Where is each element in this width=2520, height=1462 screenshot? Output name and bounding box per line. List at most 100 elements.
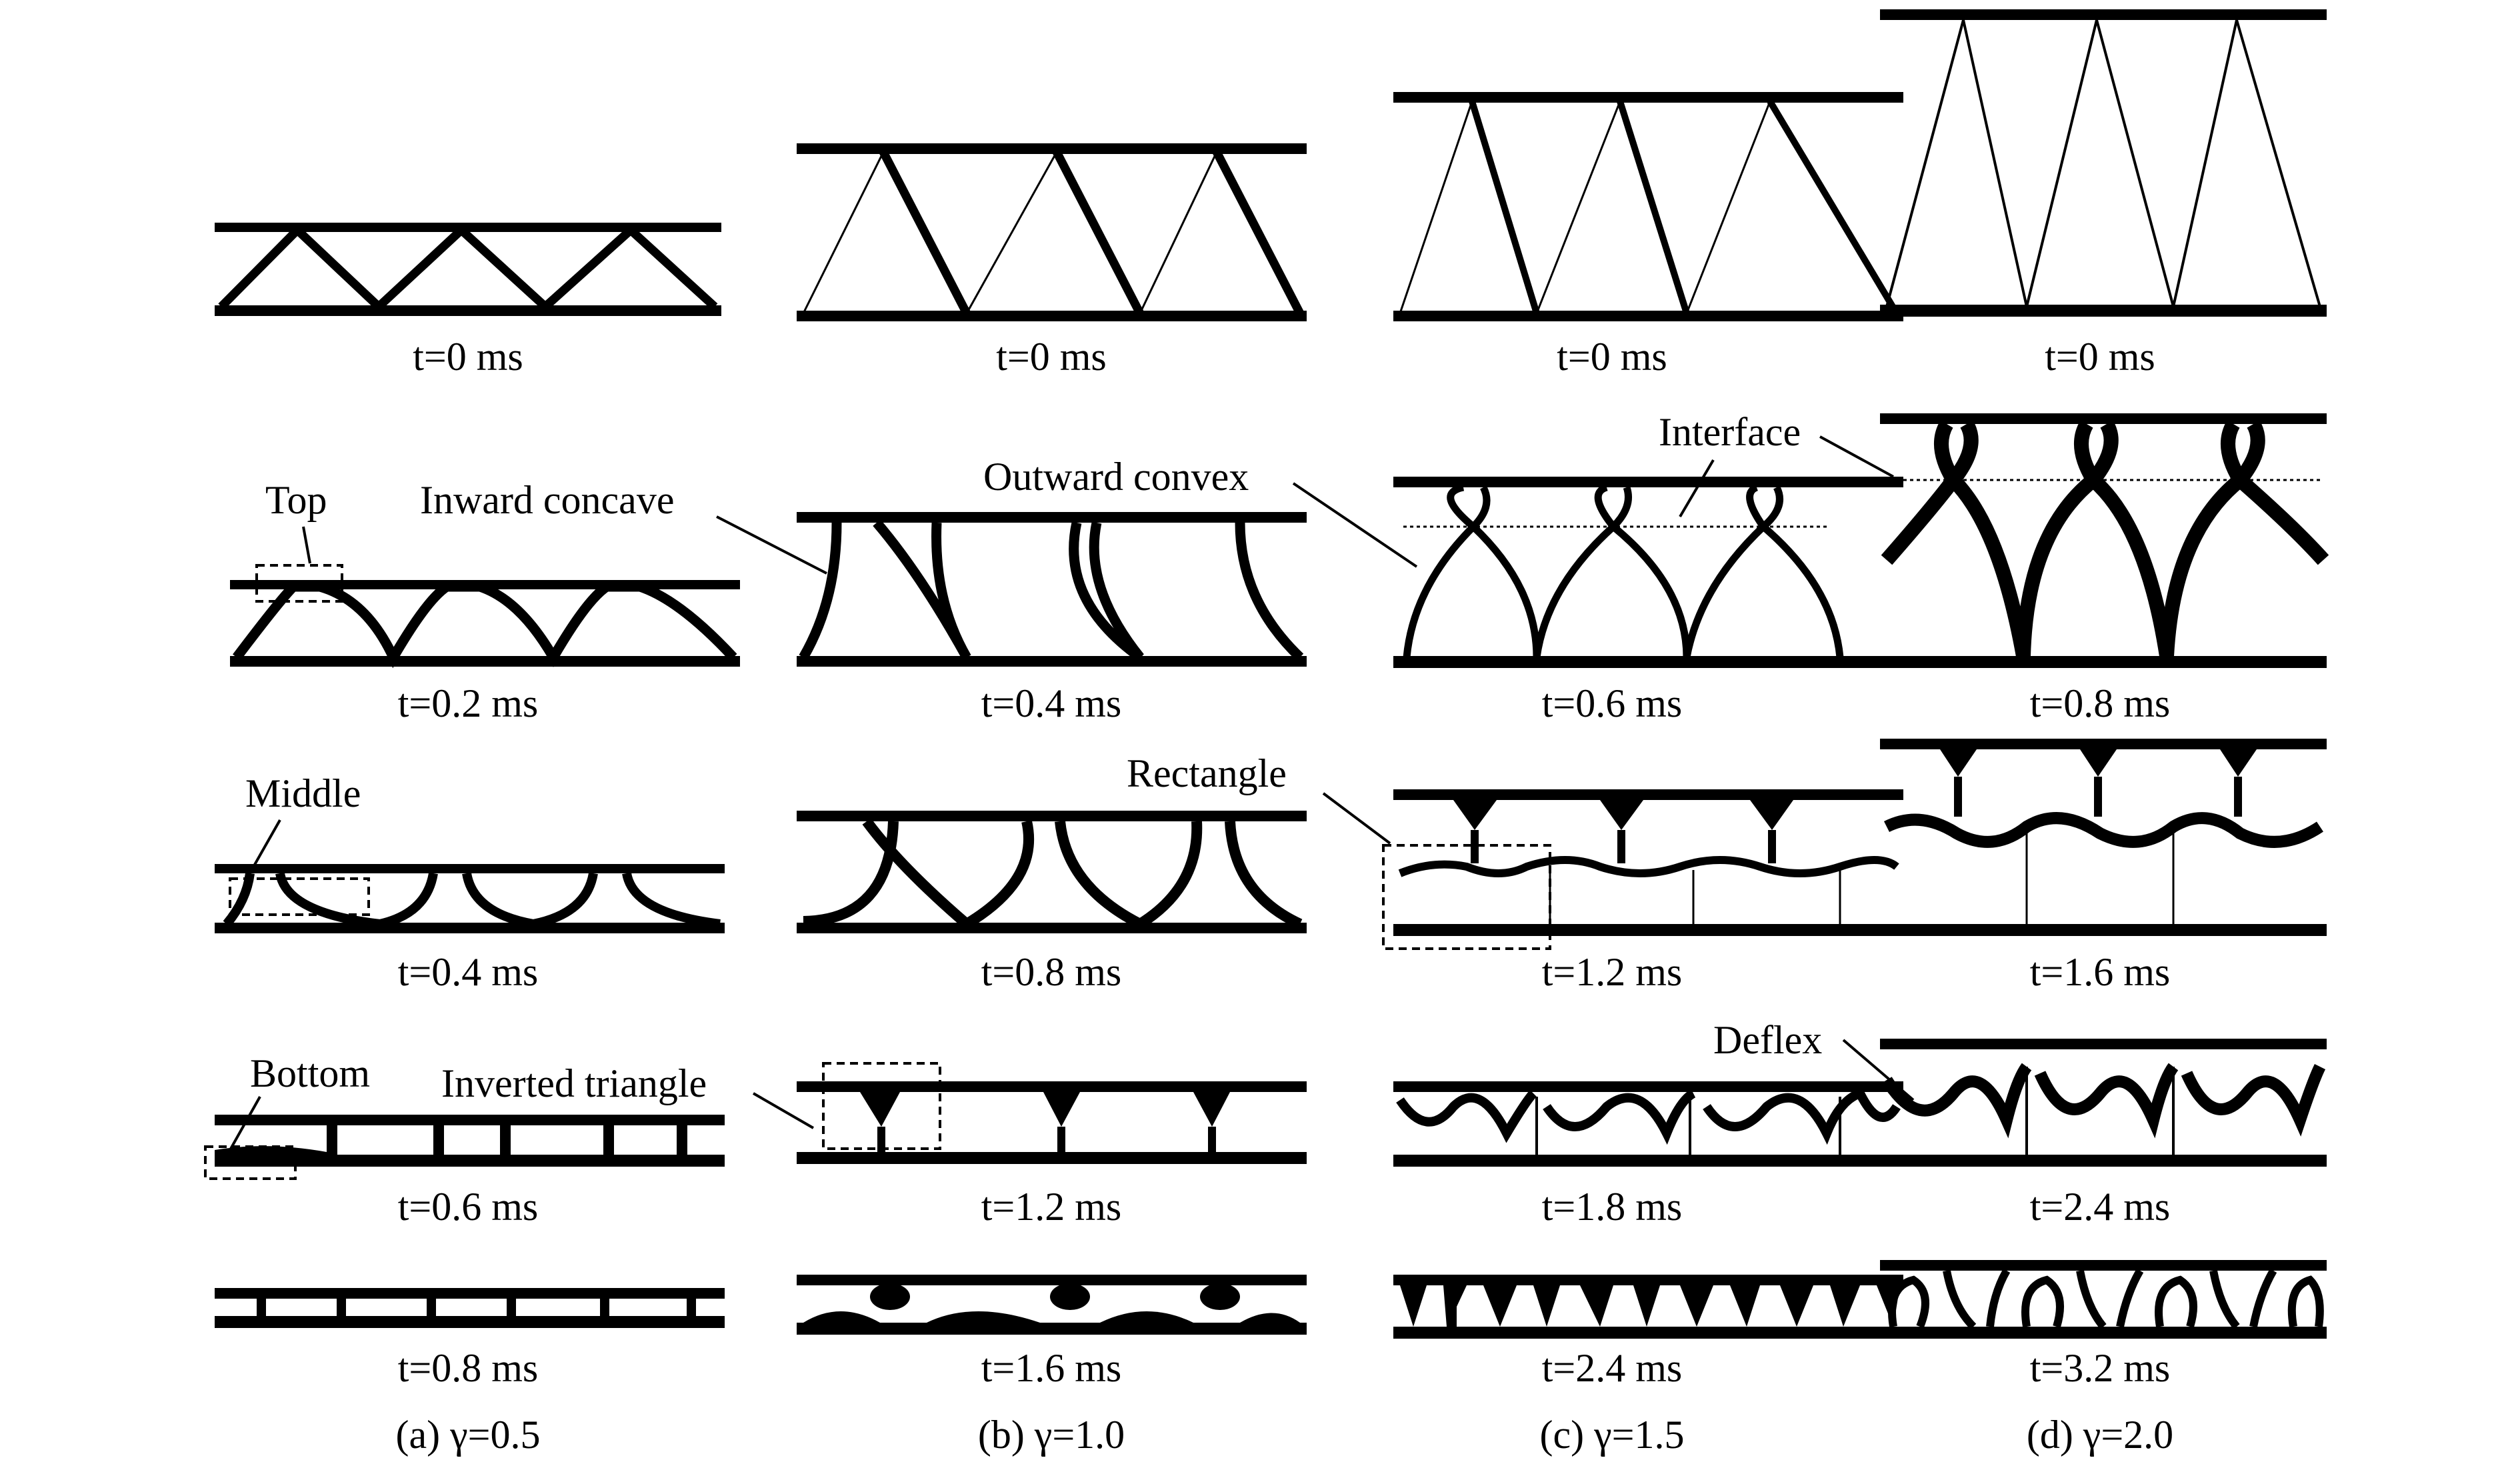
time-label-d3: t=1.6 ms — [2030, 950, 2171, 994]
column-captions: (a) γ=0.5 (b) γ=1.0 (c) γ=1.5 (d) γ=2.0 — [396, 1413, 2174, 1457]
caption-d: (d) γ=2.0 — [2027, 1413, 2173, 1457]
face-sheet-top — [797, 1275, 1307, 1285]
leader-inward-concave — [716, 515, 827, 575]
leader-interface-c — [1679, 459, 1715, 518]
annotation-bottom: Bottom — [250, 1051, 370, 1095]
truss-core — [1403, 483, 1844, 659]
time-label-d1: t=0 ms — [2045, 335, 2155, 379]
leader-top — [302, 526, 311, 564]
face-sheet-bottom — [1880, 1327, 2327, 1339]
face-sheet-bottom — [1880, 924, 2327, 936]
face-sheet-top — [797, 811, 1307, 821]
truss-core — [233, 581, 737, 669]
truss-core — [223, 872, 721, 929]
panel-c-frame-1 — [1393, 92, 1903, 321]
face-sheet-bottom — [1393, 656, 1903, 668]
time-labels: t=0 ms t=0.2 ms t=0.4 ms t=0.6 ms t=0.8 … — [398, 335, 2171, 1390]
time-label-b2: t=0.4 ms — [981, 681, 1122, 725]
leader-deflex — [1842, 1039, 1915, 1101]
face-sheet-bottom — [797, 1323, 1307, 1335]
panel-a-frame-3 — [215, 864, 725, 933]
panel-c-frame-3 — [1382, 789, 1903, 950]
face-sheet-bottom — [797, 656, 1307, 667]
face-sheet-bottom — [215, 1316, 725, 1328]
leader-interface-d — [1819, 435, 1894, 478]
annotation-outward-convex: Outward convex — [983, 455, 1249, 499]
inverted-triangle-callout-box — [822, 1062, 941, 1150]
annotation-deflex: Deflex — [1713, 1018, 1822, 1062]
time-label-a3: t=0.4 ms — [398, 950, 539, 994]
panel-b-frame-1 — [797, 143, 1307, 321]
caption-b: (b) γ=1.0 — [978, 1413, 1125, 1457]
truss-core — [1398, 856, 1899, 877]
panel-d-frame-3 — [1880, 739, 2327, 936]
face-sheet-bottom — [1393, 1155, 1903, 1167]
truss-core — [1396, 1087, 1901, 1145]
panel-d-frame-1 — [1880, 9, 2327, 317]
panel-a-frame-4 — [204, 1115, 725, 1180]
panel-d-frame-2 — [1880, 413, 2329, 668]
face-sheet-top — [1393, 1275, 1903, 1285]
panel-a-frame-1 — [215, 223, 721, 316]
truss-core — [218, 223, 718, 313]
face-sheet-top — [1393, 1081, 1903, 1092]
annotation-inward-concave: Inward concave — [420, 478, 674, 522]
time-label-c5: t=2.4 ms — [1542, 1346, 1683, 1390]
time-label-c2: t=0.6 ms — [1542, 681, 1683, 725]
middle-callout-box — [229, 877, 370, 916]
truss-core — [1881, 420, 2329, 657]
time-label-d2: t=0.8 ms — [2030, 681, 2171, 725]
annotation-interface: Interface — [1659, 410, 1801, 454]
face-sheet-top — [1393, 477, 1903, 487]
time-label-a4: t=0.6 ms — [398, 1185, 539, 1229]
time-label-d5: t=3.2 ms — [2030, 1346, 2171, 1390]
time-label-c3: t=1.2 ms — [1542, 950, 1683, 994]
face-sheet-bottom — [215, 923, 725, 933]
face-sheet-top — [797, 1081, 1307, 1092]
face-sheet-top — [1880, 739, 2327, 749]
face-sheet-bottom — [1393, 924, 1903, 936]
annotation-inverted-triangle: Inverted triangle — [441, 1061, 707, 1105]
panel-d-frame-5 — [1880, 1260, 2327, 1339]
panel-c-frame-2 — [1393, 477, 1903, 668]
face-sheet-bottom — [215, 305, 721, 316]
rectangle-callout-box — [1382, 844, 1551, 950]
face-sheet-top — [215, 1288, 725, 1299]
panel-c-frame-5 — [1393, 1275, 1903, 1339]
leader-rectangle — [1322, 792, 1391, 845]
leader-bottom — [229, 1096, 261, 1151]
panel-a-frame-2 — [230, 564, 740, 669]
face-sheet-top — [215, 864, 725, 873]
face-sheet-bottom — [215, 1155, 725, 1167]
face-sheet-top — [797, 143, 1307, 154]
face-sheet-top — [797, 512, 1307, 523]
face-sheet-top — [215, 1115, 725, 1125]
annotations: Top Inward concave Outward convex Interf… — [229, 410, 1915, 1151]
face-sheet-bottom — [1880, 1155, 2327, 1167]
time-label-b4: t=1.2 ms — [981, 1185, 1122, 1229]
annotation-middle: Middle — [245, 771, 361, 815]
truss-core — [803, 818, 1303, 931]
caption-c: (c) γ=1.5 — [1540, 1413, 1685, 1457]
time-label-c1: t=0 ms — [1557, 335, 1667, 379]
panel-c-frame-4 — [1393, 1081, 1903, 1167]
time-label-a2: t=0.2 ms — [398, 681, 539, 725]
time-label-d4: t=2.4 ms — [2030, 1185, 2171, 1229]
face-sheet-top — [1880, 1039, 2327, 1049]
face-sheet-top — [215, 223, 721, 232]
panel-b-frame-2 — [797, 512, 1307, 667]
leader-inverted-triangle — [752, 1092, 815, 1129]
annotation-rectangle: Rectangle — [1127, 751, 1287, 795]
face-sheet-bottom — [1393, 311, 1903, 321]
time-label-c4: t=1.8 ms — [1542, 1185, 1683, 1229]
time-label-a1: t=0 ms — [413, 335, 523, 379]
panel-b-frame-3 — [797, 811, 1307, 933]
truss-core — [1881, 1063, 2326, 1139]
time-label-a5: t=0.8 ms — [398, 1346, 539, 1390]
panel-a-frame-5 — [215, 1288, 725, 1328]
face-sheet-top — [1880, 9, 2327, 20]
panel-b-frame-4 — [797, 1062, 1307, 1164]
time-label-b5: t=1.6 ms — [981, 1346, 1122, 1390]
truss-core — [799, 519, 1304, 662]
